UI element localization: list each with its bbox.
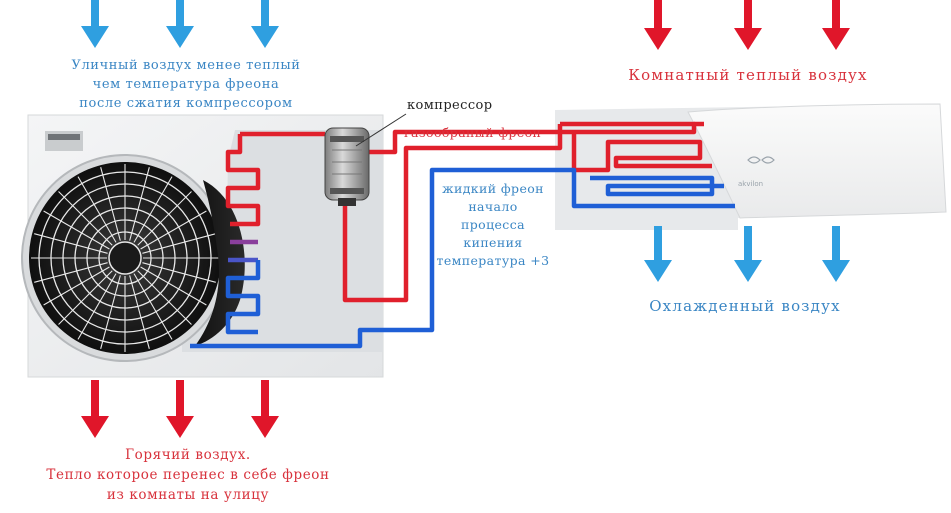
liquid-freon-caption: жидкий фреон начало процесса кипения тем… [423,180,563,270]
arrow-down-icon [251,0,279,48]
arrow-down-icon [644,0,672,50]
outdoor-air-line-2: чем температура фреона [92,77,280,92]
brand-logo-icon [747,156,775,164]
outdoor-air-line-3: после сжатия компрессором [79,96,293,111]
compressor-leader-line [355,113,407,147]
arrow-down-icon [822,226,850,282]
arrow-down-icon [734,226,762,282]
outdoor-unit [21,114,384,378]
brand-name: akvilon [738,180,764,188]
airflow-arrows [81,0,850,438]
arrow-down-icon [822,0,850,50]
transition-pipe [228,239,258,263]
fan-grille-icon [21,154,229,362]
arrow-down-icon [81,0,109,48]
cold-refrigerant-pipes [190,167,735,349]
arrow-down-icon [644,226,672,282]
hot-air-line-2: Тепло которое перенес в себе фреон [46,467,330,483]
outdoor-air-caption: Уличный воздух менее теплый чем температ… [52,56,320,113]
gas-freon-label: газообраный фреон [404,125,542,140]
arrow-down-icon [734,0,762,50]
liquid-freon-line-4: кипения [463,235,523,250]
compressor-label: компрессор [407,98,493,113]
indoor-unit [555,103,947,230]
liquid-freon-line-3: процесса [461,217,525,232]
liquid-freon-line-1: жидкий фреон [442,181,544,196]
liquid-freon-line-2: начало [468,199,518,214]
cooled-air-caption: Охлажденный воздух [649,297,841,315]
hot-air-caption: Горячий воздух. Тепло которое перенес в … [18,445,358,505]
hot-refrigerant-pipes [225,121,712,303]
arrow-down-icon [81,380,109,438]
compressor-icon [324,127,370,206]
hot-air-line-1: Горячий воздух. [125,447,251,463]
arrow-down-icon [166,0,194,48]
liquid-freon-line-5: температура +3 [436,253,550,268]
room-warm-air-caption: Комнатный теплый воздух [628,66,868,84]
arrow-down-icon [166,380,194,438]
arrow-down-icon [251,380,279,438]
outdoor-air-line-1: Уличный воздух менее теплый [71,58,301,73]
hot-air-line-3: из комнаты на улицу [106,487,270,503]
